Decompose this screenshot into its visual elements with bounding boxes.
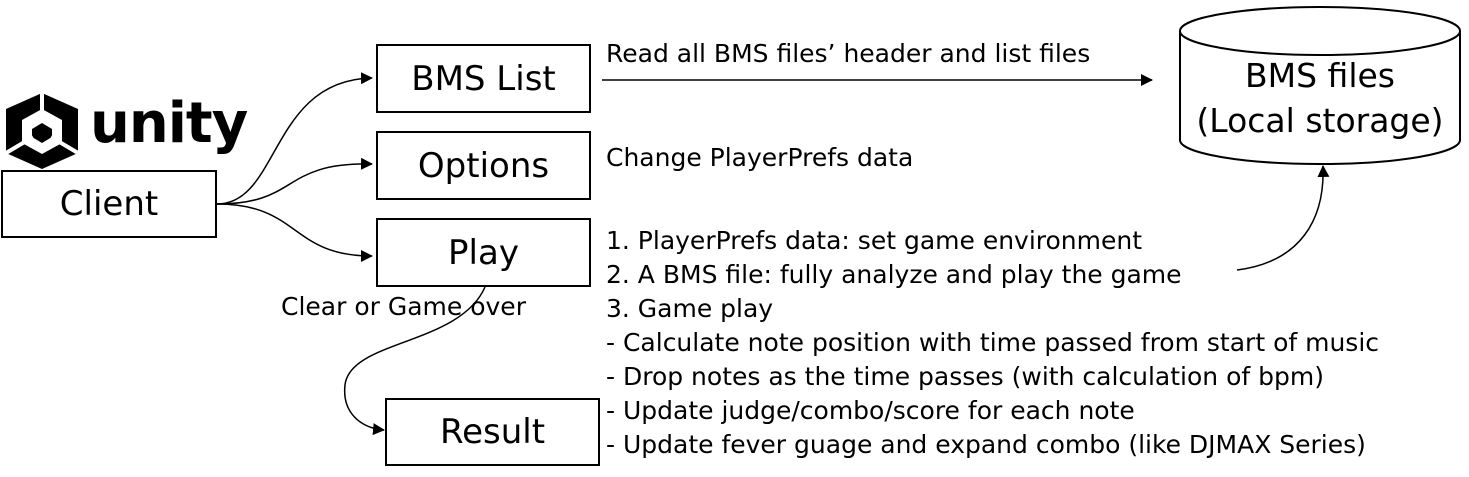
play-step: - Drop notes as the time passes (with ca… xyxy=(606,362,1324,391)
result-box: Result xyxy=(385,398,600,466)
edge-client-to-play xyxy=(216,203,373,262)
edge-play-to-storage xyxy=(1236,165,1330,271)
play-step: 1. PlayerPrefs data: set game environmen… xyxy=(606,226,1143,255)
edge-client-to-options xyxy=(216,157,373,205)
bms-list-box: BMS List xyxy=(376,44,591,113)
play-box: Play xyxy=(376,218,591,287)
play-step: - Update judge/combo/score for each note xyxy=(606,396,1135,425)
play-to-result-edge-label: Clear or Game over xyxy=(281,292,526,321)
play-step: - Update fever guage and expand combo (l… xyxy=(606,430,1366,459)
play-steps-list: 1. PlayerPrefs data: set game environmen… xyxy=(606,226,1379,464)
play-step: - Calculate note position with time pass… xyxy=(606,328,1380,357)
bms-list-edge-label: Read all BMS files’ header and list file… xyxy=(606,39,1091,68)
client-box: Client xyxy=(1,170,217,238)
edge-client-to-bms-list xyxy=(216,72,373,205)
options-edge-label: Change PlayerPrefs data xyxy=(606,143,914,172)
storage-cylinder xyxy=(1179,6,1461,165)
storage-label-line2: (Local storage) xyxy=(1196,101,1444,140)
unity-logo-icon xyxy=(4,93,80,169)
unity-logo-text: unity xyxy=(90,91,248,156)
edge-play-to-result xyxy=(344,286,486,436)
play-step: 2. A BMS file: fully analyze and play th… xyxy=(606,260,1182,289)
play-step: 3. Game play xyxy=(606,294,774,323)
options-box: Options xyxy=(376,131,591,200)
storage-label-line1: BMS files xyxy=(1245,56,1395,95)
